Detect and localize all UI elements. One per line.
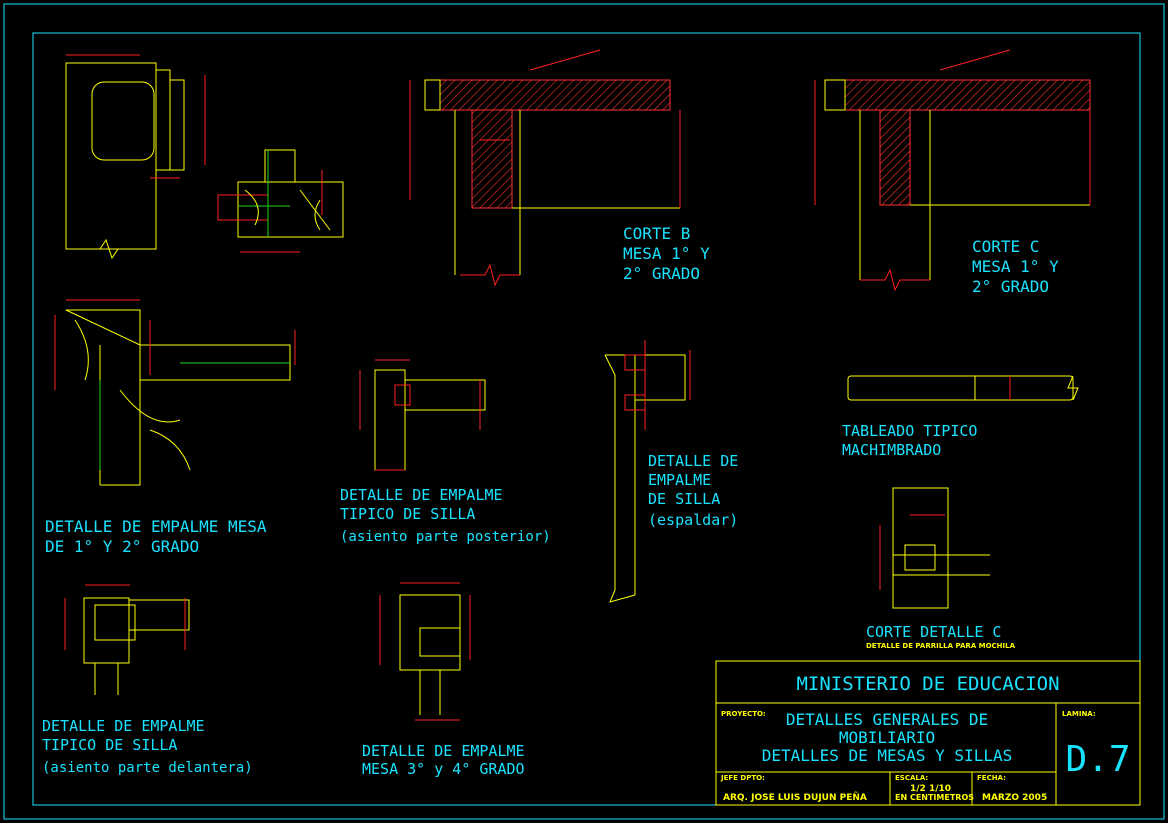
- project-label: PROYECTO:: [721, 710, 766, 718]
- empalme-silla-del-title-1: DETALLE DE EMPALME: [42, 717, 205, 735]
- corte-b-title-1: CORTE B: [623, 224, 690, 243]
- detail-tableado: [847, 375, 1079, 401]
- corte-c-title-1: CORTE C: [972, 237, 1039, 256]
- empalme-espaldar-title-3: DE SILLA: [648, 490, 720, 508]
- detail-t-joint: [217, 149, 344, 253]
- detail-corte-b: [409, 49, 681, 287]
- empalme-espaldar-title-1: DETALLE DE: [648, 452, 738, 470]
- detail-top-left-elevation: [65, 54, 206, 260]
- empalme-silla-post-title-2: TIPICO DE SILLA: [340, 505, 475, 523]
- sheet-label: LAMINA:: [1062, 710, 1096, 718]
- detail-empalme-silla-posterior: [359, 359, 486, 471]
- title-block: [715, 660, 1141, 806]
- empalme-mesa-12-title-2: DE 1° Y 2° GRADO: [45, 537, 199, 556]
- detail-corte-c: [814, 49, 1091, 292]
- corte-b-title-3: 2° GRADO: [623, 264, 700, 283]
- empalme-silla-post-title-1: DETALLE DE EMPALME: [340, 486, 503, 504]
- empalme-mesa-34-title-1: DETALLE DE EMPALME: [362, 742, 525, 760]
- corte-c-title-3: 2° GRADO: [972, 277, 1049, 296]
- corte-b-title-2: MESA 1° Y: [623, 244, 710, 263]
- sheet-number: D.7: [1065, 739, 1130, 780]
- author-name: ARQ. JOSE LUIS DUJUN PEÑA: [723, 792, 867, 803]
- project-title-1: DETALLES GENERALES DE: [786, 710, 988, 729]
- scale-values: 1/2 1/10: [910, 784, 951, 794]
- scale-label: ESCALA:: [895, 774, 928, 782]
- detail-empalme-mesa-12: [54, 299, 296, 486]
- detail-empalme-silla-delantera: [64, 584, 190, 695]
- empalme-mesa-34-title-2: MESA 3° y 4° GRADO: [362, 760, 525, 778]
- corte-c-title-2: MESA 1° Y: [972, 257, 1059, 276]
- empalme-silla-del-title-3: (asiento parte delantera): [42, 760, 253, 776]
- empalme-silla-post-title-3: (asiento parte posterior): [340, 529, 551, 545]
- detail-corte-detalle-c: [879, 487, 990, 609]
- detail-empalme-espaldar: [604, 340, 691, 603]
- tableado-title-1: TABLEADO TIPICO: [842, 422, 977, 440]
- date-label: FECHA:: [977, 774, 1006, 782]
- inner-frame: [32, 32, 1141, 806]
- corte-detalle-c-subtitle: DETALLE DE PARRILLA PARA MOCHILA: [866, 642, 1016, 650]
- project-title-2: MOBILIARIO: [839, 728, 935, 747]
- outer-frame: [3, 3, 1165, 820]
- ministry-name: MINISTERIO DE EDUCACION: [796, 673, 1059, 695]
- empalme-espaldar-title-4: (espaldar): [648, 511, 738, 529]
- empalme-mesa-12-title-1: DETALLE DE EMPALME MESA: [45, 517, 267, 536]
- units: EN CENTIMETROS: [895, 793, 974, 802]
- author-label: JEFE DPTO:: [720, 774, 765, 782]
- project-title-3: DETALLES DE MESAS Y SILLAS: [762, 746, 1012, 765]
- detail-empalme-mesa-34: [379, 582, 471, 721]
- empalme-silla-del-title-2: TIPICO DE SILLA: [42, 736, 177, 754]
- date: MARZO 2005: [982, 793, 1047, 803]
- empalme-espaldar-title-2: EMPALME: [648, 471, 711, 489]
- corte-detalle-c-title: CORTE DETALLE C: [866, 623, 1001, 641]
- tableado-title-2: MACHIMBRADO: [842, 441, 941, 459]
